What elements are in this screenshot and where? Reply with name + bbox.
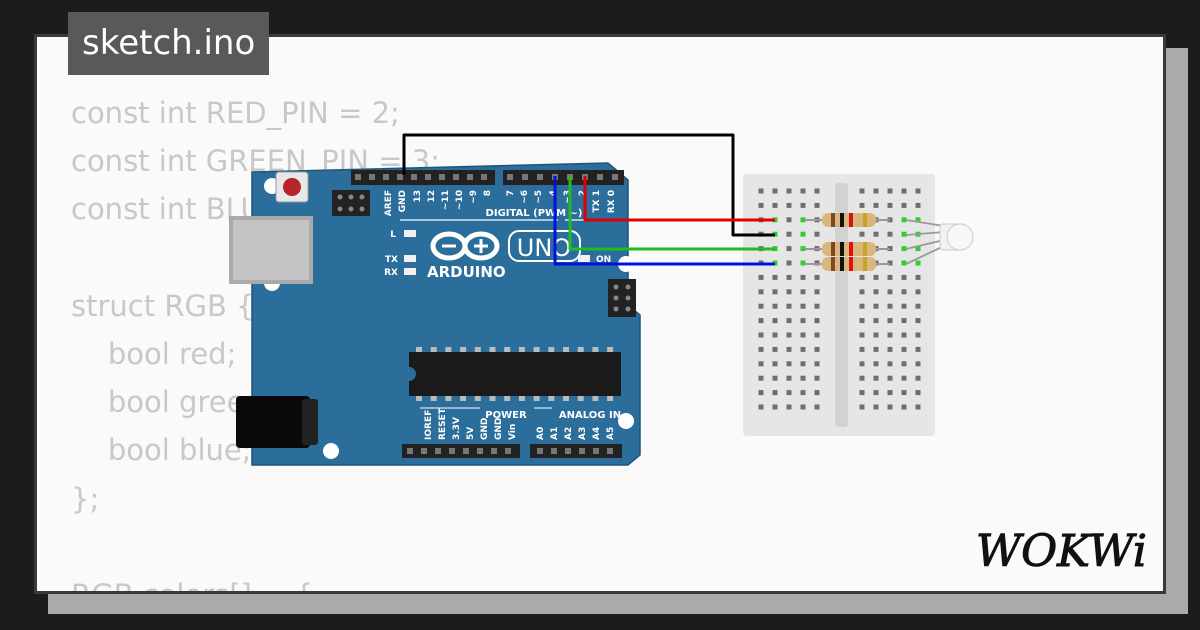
power-pin-label: GND	[494, 418, 504, 440]
usb-connector	[229, 216, 313, 284]
file-tab[interactable]: sketch.ino	[68, 12, 270, 75]
analog-pin-label: A1	[550, 427, 560, 440]
resistor-red[interactable]	[804, 213, 890, 227]
code-line: bool red;	[71, 336, 237, 371]
uno-badge	[508, 230, 581, 262]
analog-pin-label: A3	[578, 427, 588, 440]
code-line: const int RED_PIN = 2;	[71, 96, 400, 130]
dc-power-jack	[236, 396, 318, 448]
atmega-chip	[409, 347, 621, 401]
wire-green[interactable]	[568, 176, 775, 251]
wire-blue[interactable]	[553, 176, 775, 266]
reset-button[interactable]	[275, 171, 309, 203]
power-pin-label: 3.3V	[452, 417, 462, 440]
power-pin-label: GND	[480, 418, 490, 440]
digital-pin-label: 2	[578, 190, 588, 196]
power-pin-label: Vin	[508, 424, 518, 440]
bottom-headers	[402, 444, 622, 458]
digital-pin-label: 8	[483, 190, 493, 196]
wires	[402, 133, 775, 266]
code-editor[interactable]: const int RED_PIN = 2;const int GREEN_PI…	[71, 89, 440, 591]
uno-model: UNO	[517, 234, 571, 262]
resistor-green[interactable]	[804, 242, 890, 256]
digital-pin-label: ~6	[520, 190, 530, 204]
led-tx-label: TX	[385, 255, 398, 265]
wire-gnd[interactable]	[402, 133, 775, 237]
code-line: struct RGB {	[71, 288, 255, 323]
code-line: };	[71, 481, 100, 516]
digital-pin-label: ~11	[441, 190, 451, 210]
analog-pin-label: A4	[592, 427, 602, 440]
digital-pin-label: RX 0	[607, 190, 617, 213]
icsp-header-right	[608, 279, 636, 317]
led-tx	[404, 255, 416, 262]
led-l-label: L	[390, 230, 396, 240]
led-on	[578, 255, 590, 262]
led-rx-label: RX	[384, 268, 398, 278]
digital-pin-label: ~9	[469, 190, 479, 204]
code-line: RGB colors[] = {	[71, 571, 440, 591]
led-l	[404, 230, 416, 237]
analog-pin-label: A5	[606, 427, 616, 440]
digital-pin-label: TX 1	[592, 190, 602, 212]
digital-pin-label: ~10	[455, 190, 465, 210]
digital-pin-label: AREF	[384, 190, 394, 216]
digital-pin-label: 12	[427, 190, 437, 203]
icsp-header	[332, 190, 370, 216]
digital-pin-label: ~3	[563, 190, 573, 204]
analog-pin-label: A0	[536, 427, 546, 440]
resistor-blue[interactable]	[804, 257, 890, 271]
arduino-logo-icon	[430, 231, 500, 261]
arduino-brand: ARDUINO	[427, 263, 506, 281]
digital-label: DIGITAL (PWM ~)	[486, 208, 583, 219]
power-pin-label: IOREF	[424, 410, 434, 440]
digital-pin-label: ~5	[534, 190, 544, 204]
rgb-led[interactable]	[905, 219, 974, 265]
wokwi-logo: WOKWi	[976, 526, 1147, 577]
digital-pin-label: GND	[398, 190, 408, 212]
wire-red[interactable]	[583, 176, 775, 222]
power-label: POWER	[485, 410, 527, 421]
power-pin-label: RESET	[438, 407, 448, 440]
mounting-hole	[618, 413, 634, 429]
mounting-hole	[323, 443, 339, 459]
analog-pin-label: A2	[564, 427, 574, 440]
bottom-pin-labels: IOREF RESET 3.3V 5V GND GND Vin A0 A1 A2 A3 A4 A5	[424, 407, 616, 440]
digital-header	[351, 170, 624, 185]
digital-pin-label: 13	[413, 190, 423, 203]
analog-label: ANALOG IN	[559, 410, 621, 421]
led-on-label: ON	[596, 255, 611, 265]
led-rx	[404, 268, 416, 275]
power-pin-label: 5V	[466, 427, 476, 440]
digital-pin-label: 7	[506, 190, 516, 196]
